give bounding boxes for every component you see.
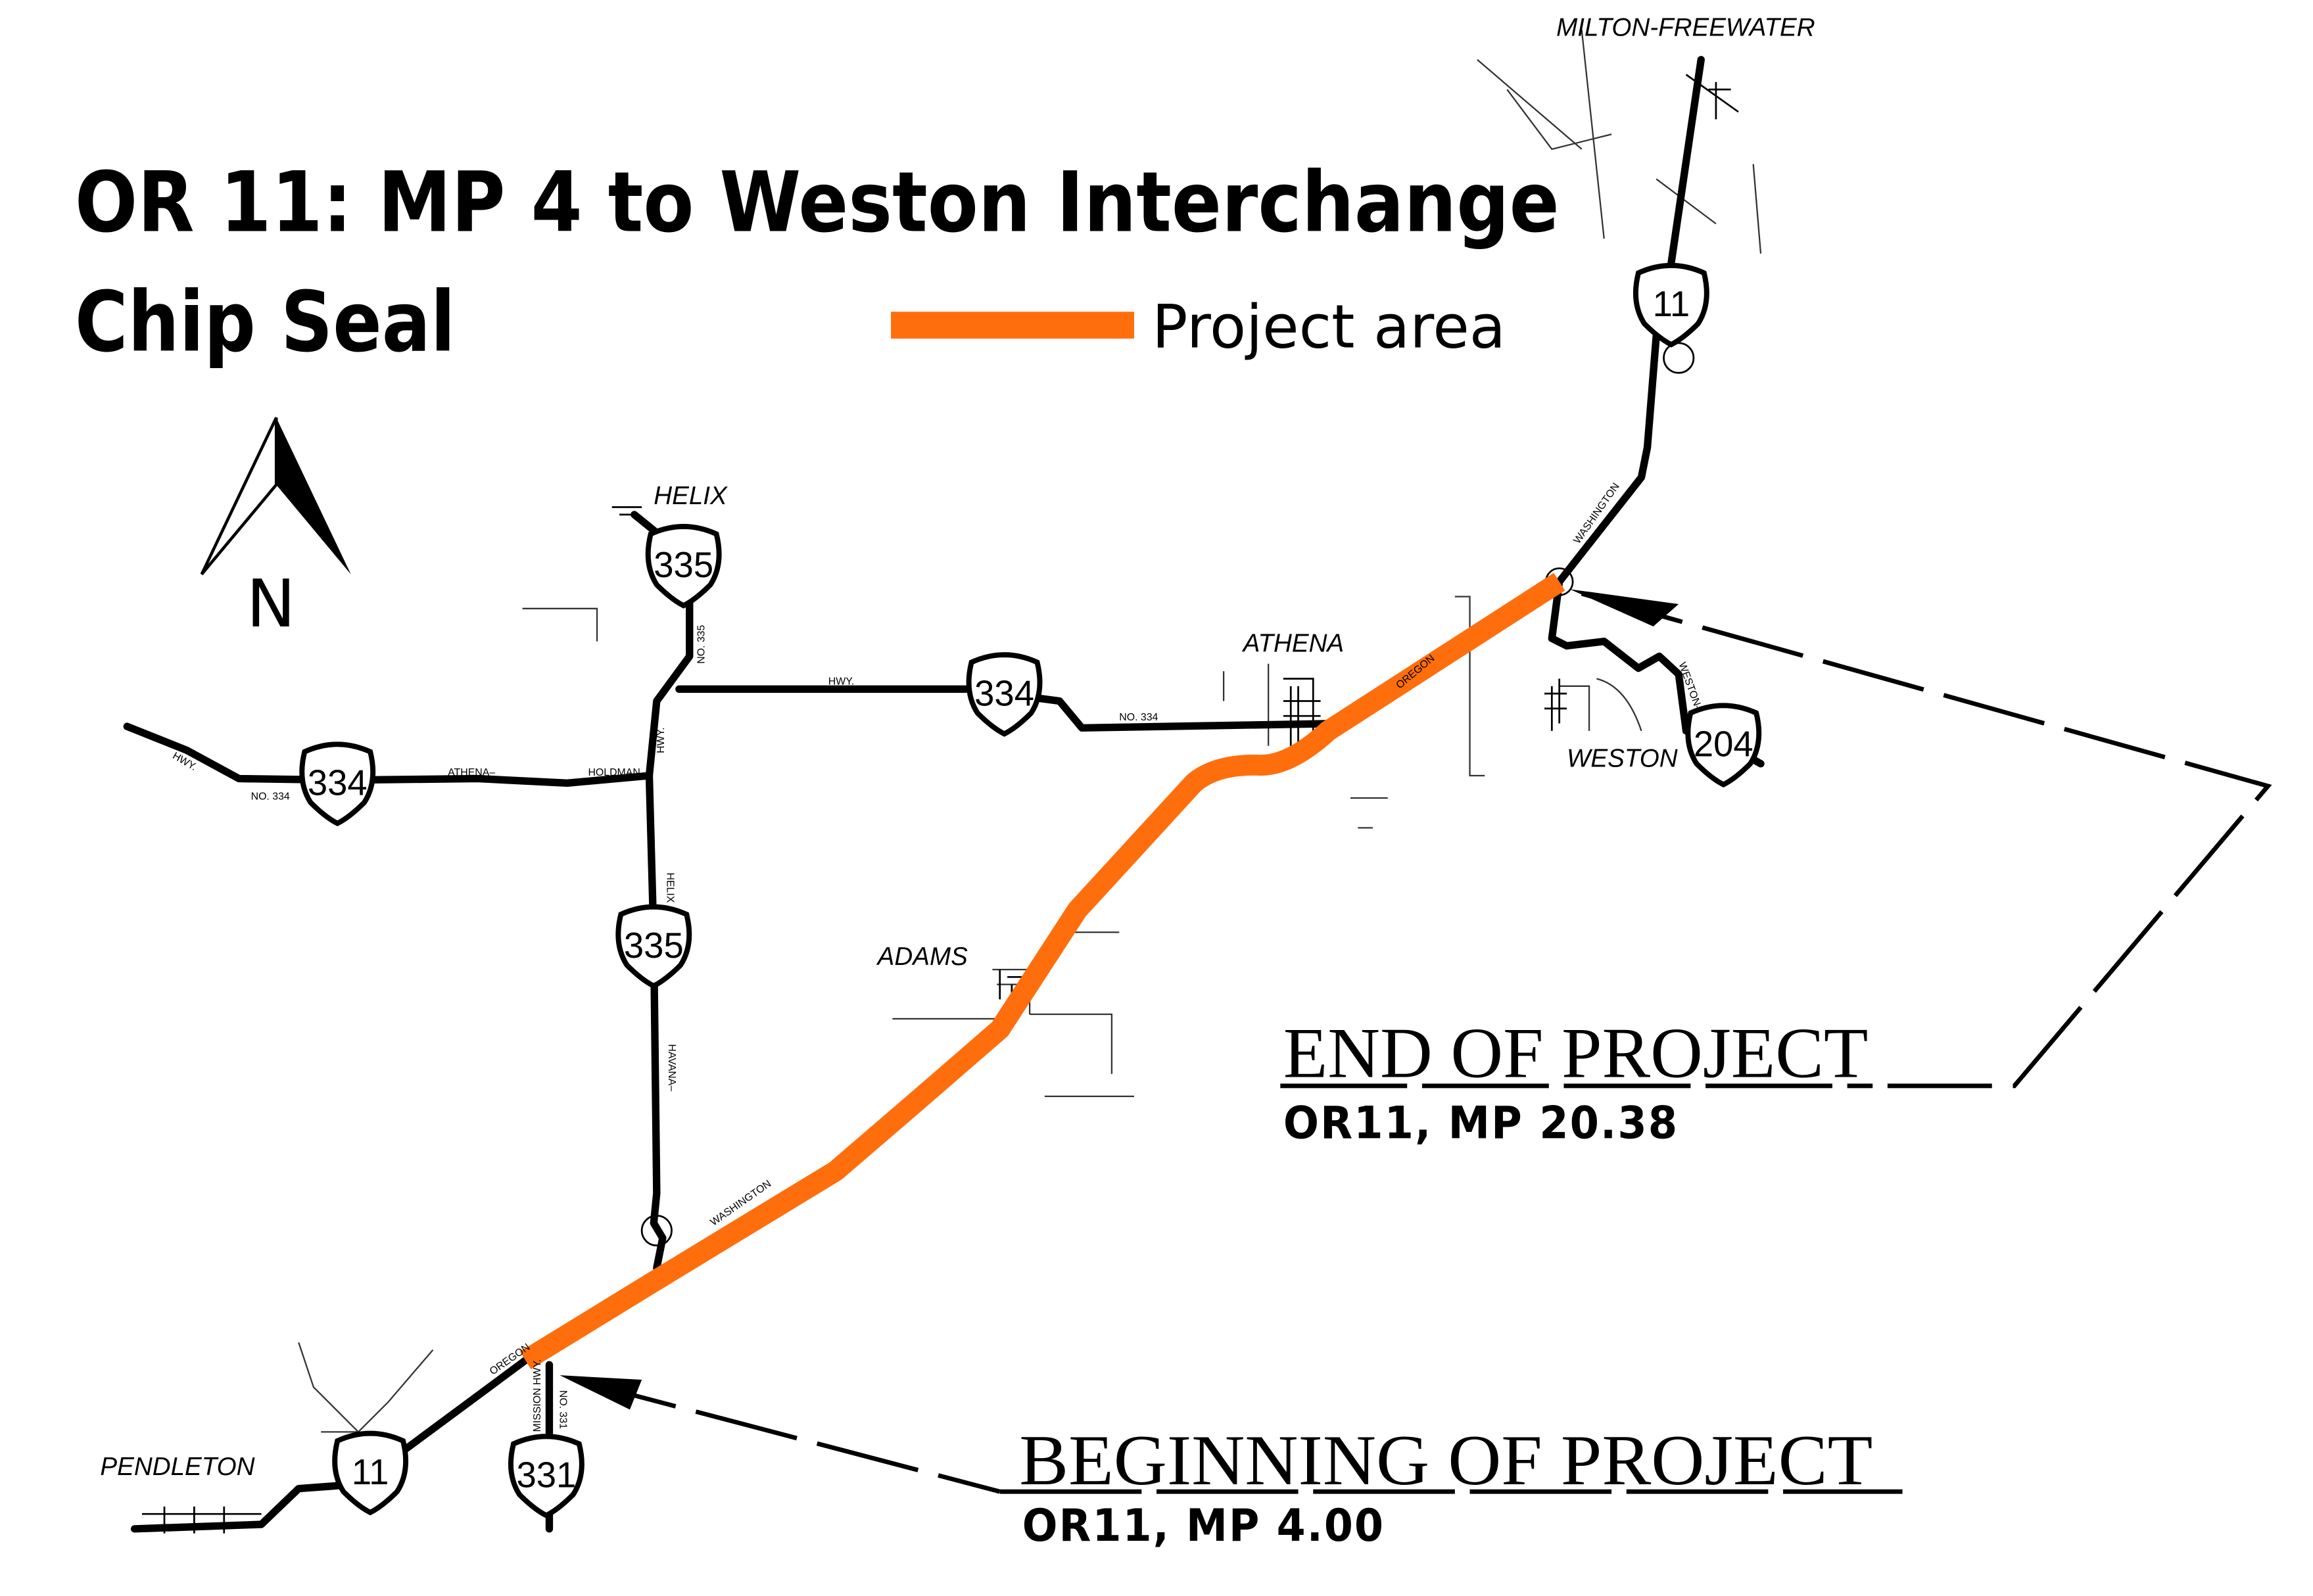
svg-text:11: 11 bbox=[352, 1452, 389, 1492]
map-title: OR 11: MP 4 to Weston Interchange bbox=[75, 154, 1560, 251]
town-weston: WESTON bbox=[1567, 744, 1678, 772]
shield-or331: 331 bbox=[511, 1436, 582, 1515]
svg-text:HWY.: HWY. bbox=[828, 676, 854, 688]
svg-text:NO. 335: NO. 335 bbox=[696, 624, 707, 663]
svg-text:HAVANA–: HAVANA– bbox=[666, 1044, 677, 1091]
end-of-project-label: END OF PROJECT bbox=[1283, 1013, 1869, 1092]
legend-label: Project area bbox=[1152, 293, 1506, 362]
map-subtitle: Chip Seal bbox=[75, 273, 456, 370]
svg-text:HOLDMAN: HOLDMAN bbox=[588, 767, 640, 778]
svg-text:335: 335 bbox=[624, 926, 684, 966]
svg-text:HWY.: HWY. bbox=[656, 728, 667, 753]
interchange-icon bbox=[640, 1215, 673, 1247]
svg-text:MISSION HWY.: MISSION HWY. bbox=[532, 1359, 543, 1432]
svg-text:11: 11 bbox=[1653, 284, 1690, 324]
svg-text:NO. 334: NO. 334 bbox=[251, 791, 290, 802]
north-label: N bbox=[247, 565, 296, 642]
beginning-of-project-label: BEGINNING OF PROJECT bbox=[1019, 1420, 1872, 1500]
shield-or335-north: 335 bbox=[648, 527, 719, 605]
svg-text:NO. 334: NO. 334 bbox=[1119, 712, 1158, 723]
svg-text:ATHENA–: ATHENA– bbox=[448, 767, 495, 778]
svg-text:331: 331 bbox=[516, 1455, 576, 1495]
shield-or335-south: 335 bbox=[618, 907, 689, 986]
shield-or334-west: 334 bbox=[302, 744, 373, 823]
begin-milepost: OR11, MP 4.00 bbox=[1022, 1500, 1385, 1552]
town-pendleton: PENDLETON bbox=[100, 1453, 254, 1481]
interchange-icon bbox=[1663, 342, 1695, 374]
arrowhead-icon bbox=[1569, 589, 1679, 627]
town-milton-freewater: MILTON-FREEWATER bbox=[1556, 13, 1815, 41]
town-athena: ATHENA bbox=[1242, 630, 1345, 658]
shield-or204: 204 bbox=[1688, 705, 1759, 784]
svg-text:204: 204 bbox=[1694, 724, 1753, 764]
highway-or11 bbox=[130, 56, 1705, 1533]
svg-text:335: 335 bbox=[654, 545, 713, 585]
svg-text:334: 334 bbox=[308, 763, 368, 803]
town-grids bbox=[141, 74, 1739, 1534]
town-adams: ADAMS bbox=[876, 943, 968, 971]
svg-text:334: 334 bbox=[974, 673, 1034, 713]
project-area-route bbox=[519, 573, 1565, 1370]
north-arrow-icon: N bbox=[200, 417, 351, 642]
highway-335 bbox=[631, 511, 694, 1272]
arrowhead-icon bbox=[560, 1375, 642, 1410]
shield-or334-east: 334 bbox=[969, 655, 1040, 734]
beginning-of-project-callout: BEGINNING OF PROJECT OR11, MP 4.00 bbox=[560, 1375, 1903, 1552]
town-helix: HELIX bbox=[654, 482, 728, 510]
svg-text:HELIX: HELIX bbox=[665, 872, 676, 903]
end-of-project-callout: END OF PROJECT OR11, MP 20.38 bbox=[1280, 589, 2272, 1149]
shield-or11-south: 11 bbox=[335, 1434, 406, 1513]
end-milepost: OR11, MP 20.38 bbox=[1283, 1097, 1679, 1149]
shield-or11-north: 11 bbox=[1636, 266, 1707, 344]
svg-text:NO. 331: NO. 331 bbox=[557, 1390, 568, 1429]
